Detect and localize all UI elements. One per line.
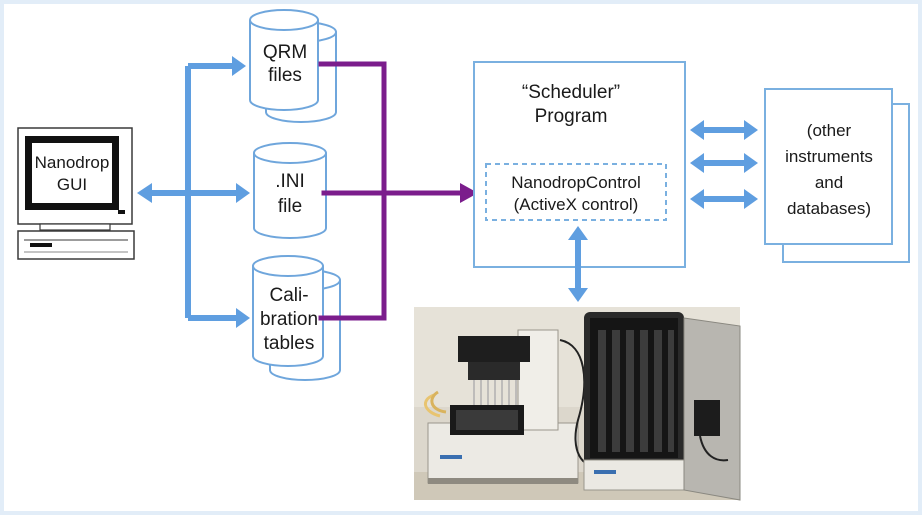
nanodrop-gui-label-2: GUI [57, 175, 87, 194]
other-label-2: instruments [785, 147, 873, 166]
control-label-1: NanodropControl [511, 173, 640, 192]
scheduler-external-arrows [690, 120, 758, 209]
ini-file-icon [253, 142, 327, 239]
qrm-label-2: files [268, 65, 302, 86]
nanodrop-control-box [485, 163, 667, 221]
cal-label-1: Cali- [269, 285, 308, 306]
gui-file-arrows [148, 63, 238, 321]
instrument-link-arrow [568, 226, 588, 302]
qrm-label-1: QRM [263, 42, 307, 63]
arrow-head-cal [236, 308, 250, 328]
control-label-2: (ActiveX control) [514, 195, 639, 214]
other-instruments-box [764, 88, 893, 245]
purple-data-lines [318, 61, 465, 321]
other-label-3: and [815, 173, 843, 192]
arrow-head-gui [137, 183, 152, 203]
cal-label-3: tables [264, 333, 315, 354]
nanodrop-gui-label-1: Nanodrop [35, 153, 110, 172]
other-label-1: (other [807, 121, 852, 140]
instrument-photo [414, 307, 741, 501]
cal-label-2: bration [260, 309, 318, 330]
arrow-head-ini [236, 183, 250, 203]
ini-label-1: .INI [275, 171, 305, 192]
calibration-tables-icon [252, 255, 341, 381]
scheduler-label-1: “Scheduler” [522, 82, 620, 103]
other-label-4: databases) [787, 199, 871, 218]
purple-arrow-head [460, 183, 478, 203]
arrow-head-qrm [232, 56, 246, 76]
ini-label-2: file [278, 196, 302, 217]
scheduler-label-2: Program [535, 106, 608, 127]
computer-icon [17, 127, 135, 260]
qrm-files-icon [249, 9, 337, 123]
